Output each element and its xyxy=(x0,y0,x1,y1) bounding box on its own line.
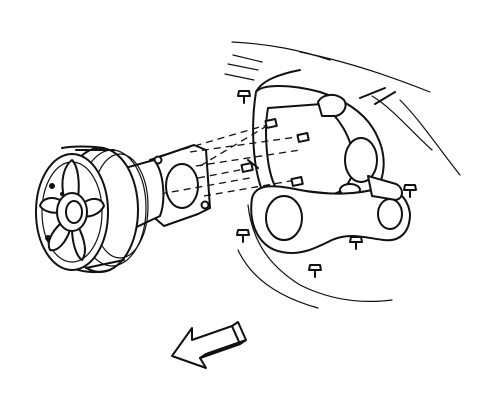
bolt-right xyxy=(403,184,417,198)
alignment-lines xyxy=(159,123,305,197)
fan-pulley xyxy=(35,145,165,274)
direction-arrow xyxy=(171,321,247,369)
bolt-bottom xyxy=(308,264,322,278)
bolt-top xyxy=(237,90,251,104)
bolt-bottom-right xyxy=(349,236,363,250)
pump-mounting-face xyxy=(250,85,411,254)
bolt-left-lower xyxy=(236,229,250,243)
pump-studs xyxy=(240,118,310,187)
